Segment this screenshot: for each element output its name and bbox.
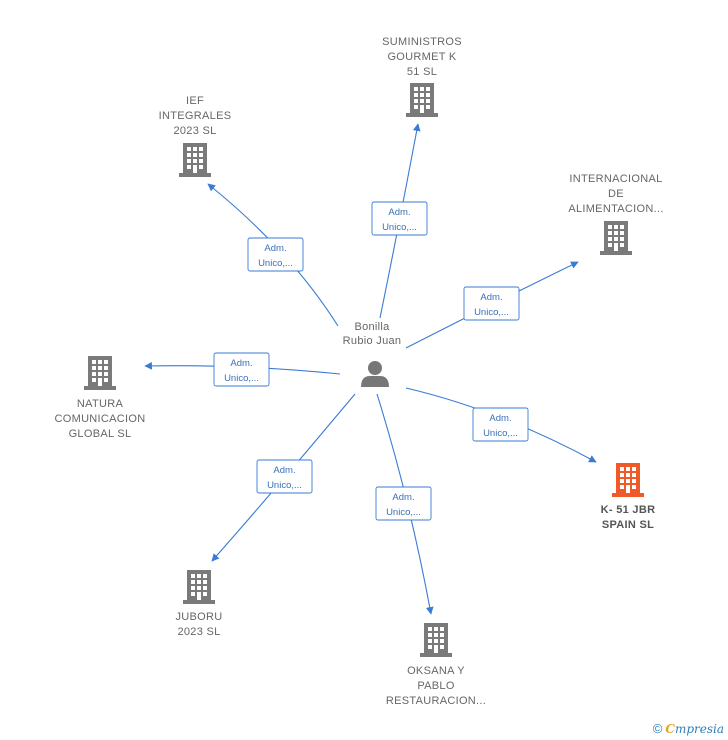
node-label-k51[interactable]: K- 51 JBR SPAIN SL <box>601 504 656 531</box>
person-icon <box>361 361 389 387</box>
edge-label-text: Unico,... <box>483 428 518 439</box>
ief-building-icon[interactable] <box>179 143 211 177</box>
copyright-icon: © <box>652 721 663 736</box>
natura-building-icon[interactable] <box>84 356 116 390</box>
node-label-line: PABLO <box>417 680 455 692</box>
edge-label-ief[interactable]: Adm. Unico,... <box>247 237 304 272</box>
edge-label-text: Unico,... <box>258 258 293 269</box>
node-label-ief[interactable]: IEF INTEGRALES 2023 SL <box>159 95 232 137</box>
edge-label-text: Adm. <box>230 358 252 369</box>
node-label-juboru[interactable]: JUBORU 2023 SL <box>175 611 222 638</box>
edge-label-oksana[interactable]: Adm. Unico,... <box>375 486 432 521</box>
node-label-line: DE <box>608 188 624 200</box>
node-label-line: K- 51 JBR <box>601 504 656 516</box>
edge-label-text: Adm. <box>480 292 502 303</box>
edge-label-text: Unico,... <box>224 373 259 384</box>
node-label-line: COMUNICACION <box>55 413 146 425</box>
edge-label-text: Adm. <box>388 207 410 218</box>
node-label-line: RESTAURACION... <box>386 695 486 707</box>
edge-label-text: Unico,... <box>267 480 302 491</box>
edge-label-text: Adm. <box>392 492 414 503</box>
node-label-line: 2023 SL <box>177 626 220 638</box>
juboru-building-icon[interactable] <box>183 570 215 604</box>
node-label-line: 2023 SL <box>173 125 216 137</box>
node-label-oksana[interactable]: OKSANA Y PABLO RESTAURACION... <box>386 665 486 707</box>
node-label-line: JUBORU <box>175 611 222 623</box>
edge-label-natura[interactable]: Adm. Unico,... <box>213 352 270 387</box>
node-label-line: OKSANA Y <box>407 665 465 677</box>
node-label-line: SUMINISTROS <box>382 36 462 48</box>
edge-label-internacional[interactable]: Adm. Unico,... <box>463 286 520 321</box>
brand-logo: Cmpresia <box>665 722 724 736</box>
node-label-line: ALIMENTACION... <box>568 203 663 215</box>
node-label-line: 51 SL <box>407 66 437 78</box>
oksana-building-icon[interactable] <box>420 623 452 657</box>
edge-label-suministros[interactable]: Adm. Unico,... <box>371 201 428 236</box>
node-label-line: SPAIN SL <box>602 519 654 531</box>
k51-building-icon[interactable] <box>612 463 644 497</box>
node-label-line: INTERNACIONAL <box>569 173 662 185</box>
edge-label-text: Unico,... <box>382 222 417 233</box>
node-label-line: NATURA <box>77 398 124 410</box>
edge-label-text: Unico,... <box>474 307 509 318</box>
center-label-line: Rubio Juan <box>343 335 402 347</box>
edge-label-k51[interactable]: Adm. Unico,... <box>472 407 529 442</box>
edge-label-text: Unico,... <box>386 507 421 518</box>
edge-label-text: Adm. <box>273 465 295 476</box>
node-label-suministros[interactable]: SUMINISTROS GOURMET K 51 SL <box>382 36 462 78</box>
suministros-building-icon[interactable] <box>406 83 438 117</box>
node-label-internacional[interactable]: INTERNACIONAL DE ALIMENTACION... <box>568 173 663 215</box>
node-label-line: INTEGRALES <box>159 110 232 122</box>
edge-label-text: Adm. <box>264 243 286 254</box>
node-label-line: GLOBAL SL <box>69 428 132 440</box>
internacional-building-icon[interactable] <box>600 221 632 255</box>
node-label-natura[interactable]: NATURA COMUNICACION GLOBAL SL <box>55 398 146 440</box>
node-label-line: GOURMET K <box>387 51 456 63</box>
edge-label-text: Adm. <box>489 413 511 424</box>
edge-label-juboru[interactable]: Adm. Unico,... <box>256 459 313 494</box>
node-label-line: IEF <box>186 95 204 107</box>
center-label-line: Bonilla <box>354 321 390 333</box>
footer-brand: ©Cmpresia <box>653 721 724 736</box>
